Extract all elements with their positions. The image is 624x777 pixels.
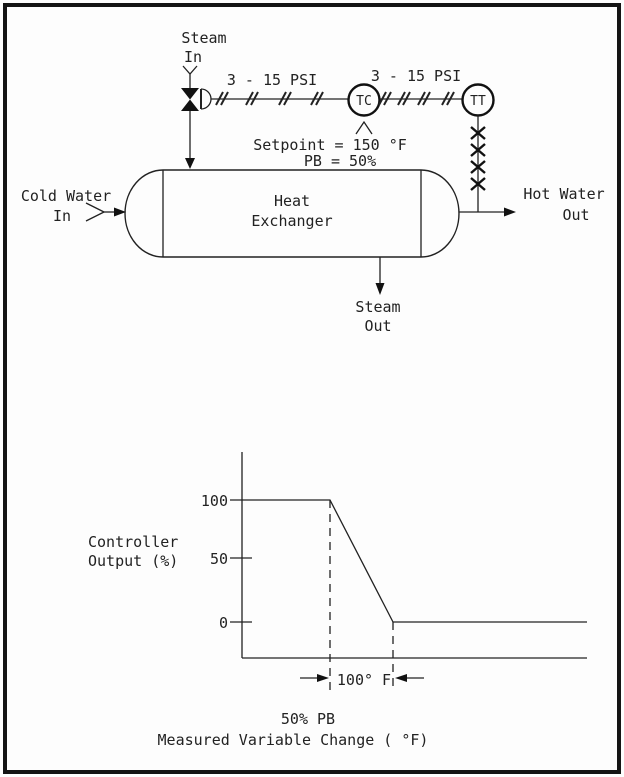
y-tick-0: 0 xyxy=(219,614,228,632)
pneumatic-signal-left-label: 3 - 15 PSI xyxy=(227,71,317,89)
valve-actuator-diaphragm-icon xyxy=(200,88,212,110)
steam-inlet-arrowhead-icon xyxy=(185,158,195,169)
pneumatic-signal-right-label: 3 - 15 PSI xyxy=(371,67,461,85)
dimension-right-arrowhead-icon xyxy=(395,674,407,682)
y-tick-100: 100 xyxy=(201,492,228,510)
cold-water-line1: Cold Water xyxy=(21,187,111,205)
cold-water-line2: In xyxy=(53,207,71,225)
hot-water-arrowhead-icon xyxy=(504,207,516,217)
capillary-x-marks-icon xyxy=(470,126,486,191)
proportional-band-label: PB = 50% xyxy=(304,152,376,170)
steam-out-arrowhead-icon xyxy=(375,283,385,295)
y-tick-50: 50 xyxy=(210,550,228,568)
setpoint-label: Setpoint = 150 °F xyxy=(253,136,407,154)
steam-in-line1: Steam xyxy=(181,29,226,47)
heat-exchanger-line2: Exchanger xyxy=(251,212,332,230)
steam-out-line2: Out xyxy=(364,317,391,335)
hot-water-outlet: Hot Water Out xyxy=(459,185,605,224)
steam-in-label: Steam In xyxy=(181,29,226,66)
y-axis-label-line2: Output (%) xyxy=(88,552,178,570)
pneumatic-hash-marks-left-icon xyxy=(215,91,324,106)
controller-response-curve xyxy=(242,499,587,623)
heat-exchanger-vessel: Heat Exchanger xyxy=(124,169,460,258)
heat-exchanger-line1: Heat xyxy=(274,192,310,210)
proportional-band-graph: 100 50 0 Controller Output (%) 100° F 50… xyxy=(88,452,587,749)
steam-out-line1: Steam xyxy=(355,298,400,316)
cold-water-inlet: Cold Water In xyxy=(21,187,126,225)
graph-caption-line1: 50% PB xyxy=(281,710,335,728)
y-axis-ticks xyxy=(230,499,252,623)
temperature-transmitter-tag: TT xyxy=(470,94,486,109)
steam-outlet: Steam Out xyxy=(355,257,401,335)
tube-sheet-lines xyxy=(162,170,422,257)
temperature-transmitter-bubble: TT xyxy=(461,83,495,117)
hot-water-line1: Hot Water xyxy=(523,185,604,203)
pneumatic-hash-marks-right-icon xyxy=(378,91,455,106)
temperature-controller-bubble: TC xyxy=(347,83,381,117)
control-valve-icon xyxy=(181,88,212,111)
band-width-dimension: 100° F xyxy=(300,671,424,689)
temperature-controller-tag: TC xyxy=(356,94,372,109)
steam-in-line2: In xyxy=(184,48,202,66)
y-axis-label-line1: Controller xyxy=(88,533,178,551)
hot-water-line2: Out xyxy=(562,206,589,224)
band-width-label: 100° F xyxy=(337,671,391,689)
setpoint-arrow-icon xyxy=(355,120,373,135)
dimension-left-arrowhead-icon xyxy=(317,674,329,682)
steam-in-arrow-icon xyxy=(182,65,198,75)
cold-water-arrowhead-icon xyxy=(114,207,126,217)
cold-water-chevron-icon xyxy=(85,202,105,222)
graph-caption-line2: Measured Variable Change ( °F) xyxy=(158,731,429,749)
